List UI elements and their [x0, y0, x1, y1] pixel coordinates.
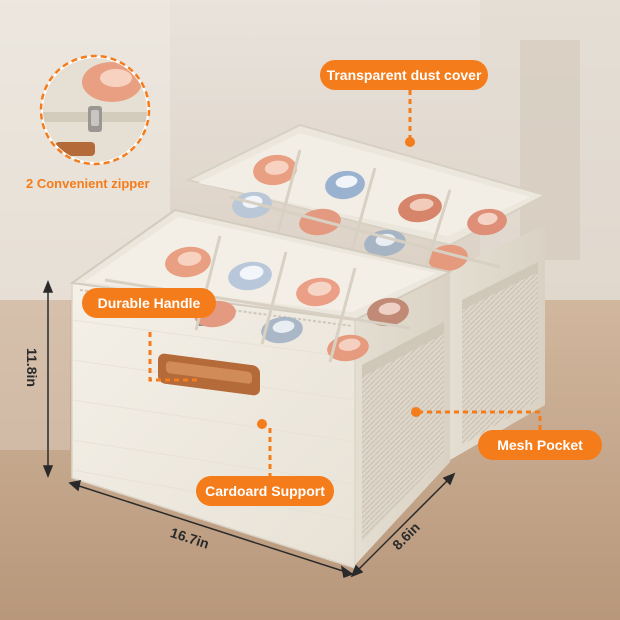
annotation-lines	[148, 90, 542, 478]
dimension-height: 11.8in	[24, 348, 40, 387]
label-durable-handle: Durable Handle	[82, 288, 216, 318]
zipper-detail-inset	[39, 54, 151, 166]
label-zipper: 2 Convenient zipper	[26, 176, 150, 191]
label-dust-cover: Transparent dust cover	[320, 60, 488, 90]
annotation-dots	[257, 137, 421, 429]
front-box-shoes	[104, 235, 411, 363]
back-box-shoes	[229, 149, 507, 272]
label-mesh-pocket: Mesh Pocket	[478, 430, 602, 460]
dimension-lines	[42, 279, 456, 579]
label-cardboard-support: Cardoard Support	[196, 476, 334, 506]
